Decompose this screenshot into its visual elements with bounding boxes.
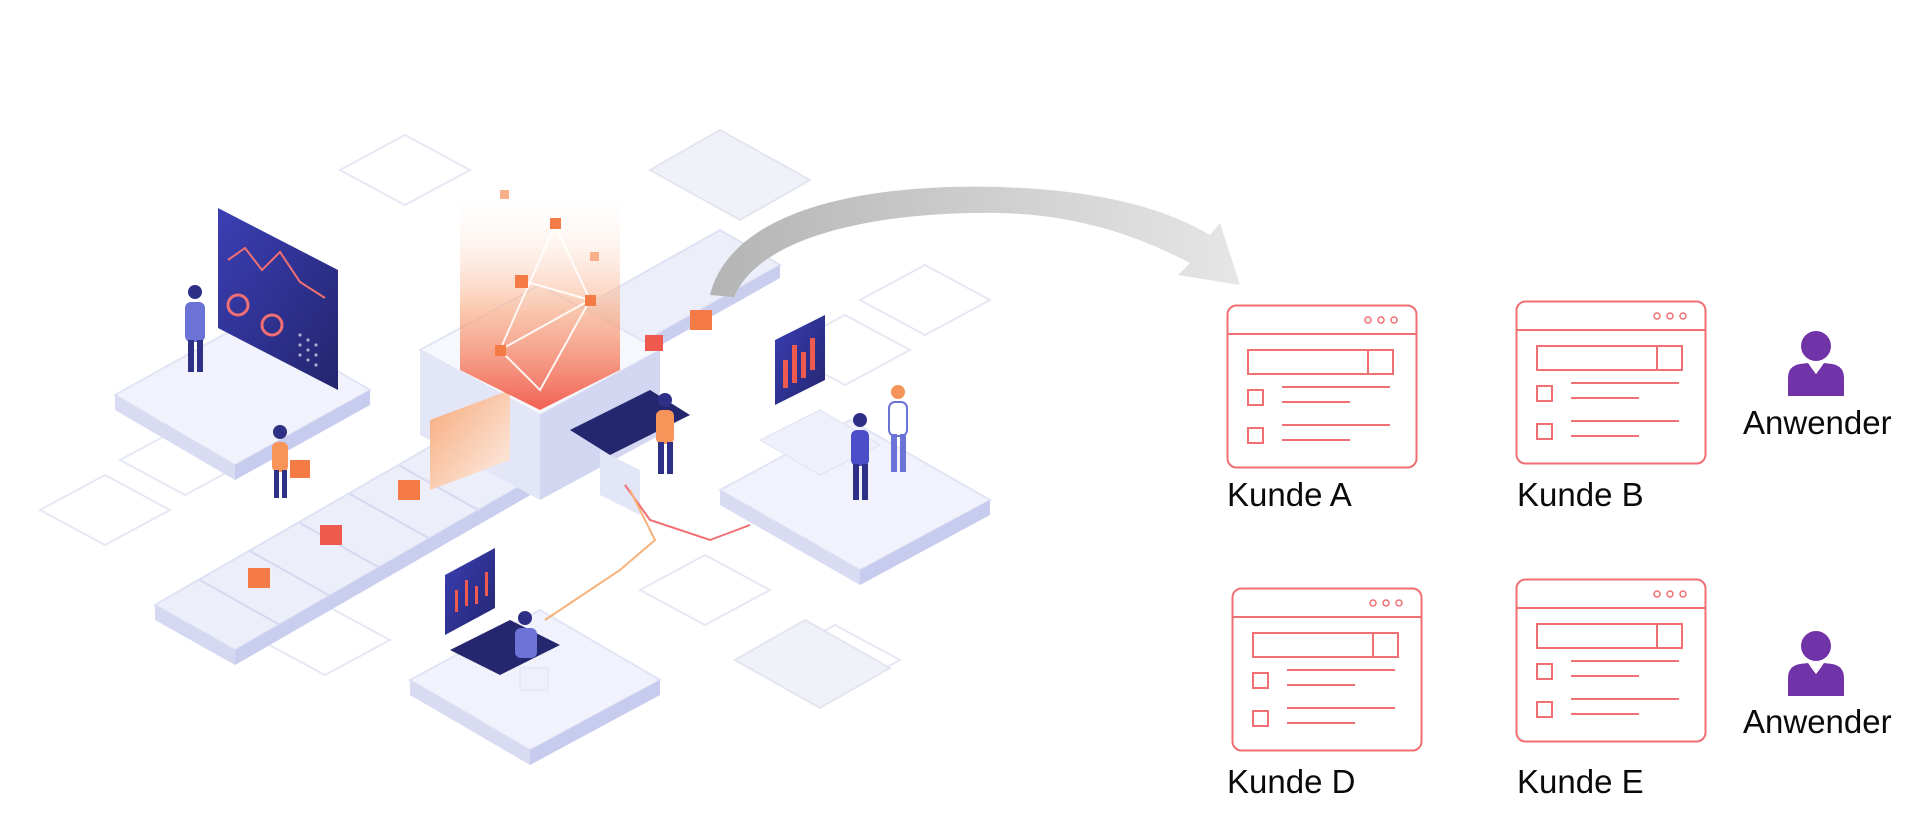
curved-arrow-icon (710, 186, 1240, 297)
customer-label-e: Kunde E (1517, 763, 1644, 800)
user-label: Anwender (1743, 703, 1892, 740)
user-label: Anwender (1743, 404, 1892, 441)
customer-window-a (1226, 304, 1418, 469)
customer-window-b (1515, 300, 1707, 465)
customer-label-b: Kunde B (1517, 476, 1644, 513)
user-icon (1788, 331, 1844, 396)
customer-label-d: Kunde D (1227, 763, 1356, 800)
customer-label-a: Kunde A (1227, 476, 1352, 513)
user-icon (1788, 631, 1844, 696)
customer-window-d (1231, 587, 1423, 752)
isometric-platform-illustration-icon (37, 128, 993, 765)
customer-window-e (1515, 578, 1707, 743)
